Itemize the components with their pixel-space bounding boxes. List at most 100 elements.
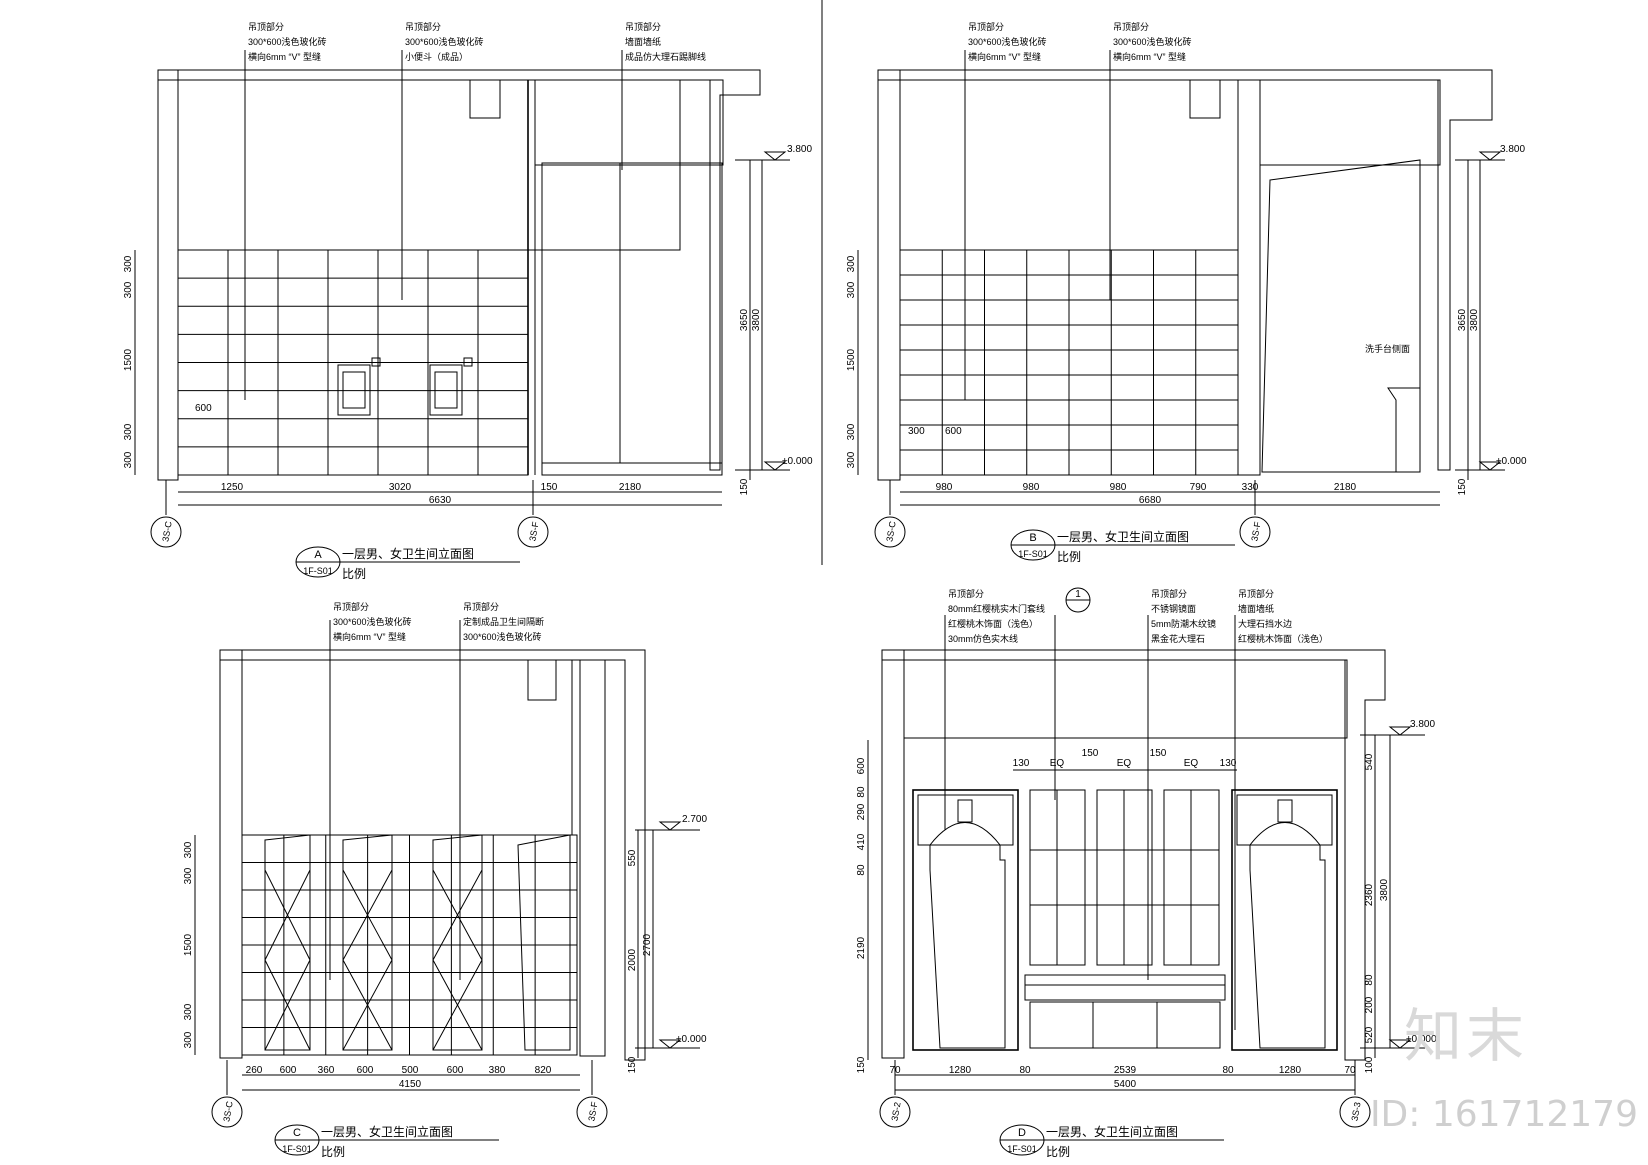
height-mark-a-top: 3.800: [787, 144, 812, 155]
elevation-b: 洗手台侧面 吊顶部分 300*600浅色玻化砖 横向6mm “V” 型缝 吊顶部…: [846, 21, 1527, 564]
height-mark-a-zero: ±0.000: [782, 456, 813, 467]
vdim-b-left-3: 1500: [846, 348, 857, 371]
title-d-letter: D: [1018, 1127, 1026, 1139]
top-dim-d-3: 150: [1082, 748, 1099, 759]
axis-a-right: 3S-F: [527, 521, 540, 542]
title-c-letter: C: [293, 1127, 301, 1139]
vdim-d-right-3: 80: [1364, 974, 1375, 986]
top-dim-d-1: 130: [1013, 758, 1030, 769]
note-a1-2: 300*600浅色玻化砖: [248, 36, 327, 47]
vdim-d-left-5: 80: [856, 864, 867, 876]
note-a2-2: 300*600浅色玻化砖: [405, 36, 484, 47]
note-d1-1: 吊顶部分: [948, 588, 984, 599]
height-mark-b-top: 3.800: [1500, 144, 1525, 155]
title-a-letter: A: [314, 549, 322, 561]
axis-a-left: 3S-C: [160, 520, 173, 542]
note-d1-4: 30mm仿色实木线: [948, 633, 1018, 644]
inner-label-a: 600: [195, 403, 212, 414]
vdim-c-left-1: 300: [183, 841, 194, 858]
note-b1-1: 吊顶部分: [968, 21, 1004, 32]
scale-b: 比例: [1057, 550, 1081, 564]
axis-c-left: 3S-C: [221, 1100, 234, 1122]
vdim-c-right-3: 2700: [642, 933, 653, 956]
vdim-d-left-2: 80: [856, 786, 867, 798]
note-c2-1: 吊顶部分: [463, 601, 499, 612]
note-d3-4: 红樱桃木饰面（浅色）: [1238, 633, 1328, 644]
vdim-a-left-5: 300: [123, 451, 134, 468]
elevation-c: 吊顶部分 300*600浅色玻化砖 横向6mm “V” 型缝 吊顶部分 定制成品…: [183, 601, 707, 1159]
vdim-c-right-1: 550: [627, 849, 638, 866]
note-d1-2: 80mm红樱桃实木门套线: [948, 603, 1045, 614]
total-a: 6630: [429, 495, 452, 506]
elevation-d: 吊顶部分 80mm红樱桃实木门套线 红樱桃木饰面（浅色） 30mm仿色实木线 吊…: [856, 587, 1437, 1159]
partition-doors: [264, 834, 571, 1051]
note-a3-1: 吊顶部分: [625, 21, 661, 32]
note-d3-2: 墙面墙纸: [1238, 603, 1274, 614]
note-a2-1: 吊顶部分: [405, 21, 441, 32]
vdim-c-left-2: 300: [183, 867, 194, 884]
note-a1-1: 吊顶部分: [248, 21, 284, 32]
height-mark-d-zero: ±0.000: [1406, 1034, 1437, 1045]
title-c: 一层男、女卫生间立面图: [321, 1124, 453, 1139]
note-c2-2: 定制成品卫生间隔断: [463, 616, 544, 627]
note-c1-1: 吊顶部分: [333, 601, 369, 612]
vdim-a-right-1: 3650: [739, 308, 750, 331]
height-mark-c-top: 2.700: [682, 814, 707, 825]
hdim-a-1: 1250: [221, 482, 244, 493]
vdim-a-left-3: 1500: [123, 348, 134, 371]
hdim-c-7: 380: [489, 1065, 506, 1076]
vdim-d-left-6: 2190: [856, 936, 867, 959]
hdim-d-7: 70: [1344, 1065, 1356, 1076]
urinal-1: [337, 357, 381, 416]
note-a3-3: 成品仿大理石踢脚线: [625, 51, 706, 62]
vdim-c-right-2: 2000: [627, 948, 638, 971]
watermark-logo: 知末: [1403, 1002, 1528, 1070]
note-a2-3: 小便斗（成品）: [405, 51, 468, 62]
axis-d-left: 3S-2: [889, 1101, 902, 1121]
note-d1-3: 红樱桃木饰面（浅色）: [948, 618, 1038, 629]
hdim-d-2: 1280: [949, 1065, 972, 1076]
vdim-a-right-3: 150: [739, 478, 750, 495]
scale-c: 比例: [321, 1145, 345, 1159]
section-callout-number: 1: [1075, 589, 1081, 600]
vdim-a-left-4: 300: [123, 423, 134, 440]
title-d-sheet: 1F-S01: [1007, 1144, 1037, 1154]
inner-label-b-2: 600: [945, 426, 962, 437]
height-mark-d-top: 3.800: [1410, 719, 1435, 730]
vdim-c-left-4: 300: [183, 1003, 194, 1020]
vdim-d-left-1: 600: [856, 757, 867, 774]
title-b-letter: B: [1029, 532, 1036, 544]
vdim-d-right-4: 200: [1364, 996, 1375, 1013]
axis-b-right: 3S-F: [1249, 521, 1262, 542]
title-b-sheet: 1F-S01: [1018, 549, 1048, 559]
height-mark-b-zero: ±0.000: [1496, 456, 1527, 467]
hdim-d-6: 1280: [1279, 1065, 1302, 1076]
hdim-b-6: 2180: [1334, 482, 1357, 493]
vdim-b-left-1: 300: [846, 255, 857, 272]
tile-grid-b: [900, 250, 1238, 475]
hdim-d-4: 2539: [1114, 1065, 1137, 1076]
axis-b-left: 3S-C: [884, 520, 897, 542]
hdim-b-5: 330: [1242, 482, 1259, 493]
note-a1-3: 横向6mm “V” 型缝: [248, 51, 321, 62]
scale-a: 比例: [342, 567, 366, 581]
hdim-c-3: 360: [318, 1065, 335, 1076]
hdim-c-6: 600: [447, 1065, 464, 1076]
vdim-c-right-4: 150: [627, 1056, 638, 1073]
hdim-b-2: 980: [1023, 482, 1040, 493]
title-b: 一层男、女卫生间立面图: [1057, 529, 1189, 544]
total-d: 5400: [1114, 1079, 1137, 1090]
vdim-d-right-7: 100: [1364, 1056, 1375, 1073]
top-dim-d-7: 130: [1220, 758, 1237, 769]
hdim-d-5: 80: [1222, 1065, 1234, 1076]
note-c2-3: 300*600浅色玻化砖: [463, 631, 542, 642]
note-d3-3: 大理石挡水边: [1238, 618, 1292, 629]
hdim-a-4: 2180: [619, 482, 642, 493]
hdim-b-4: 790: [1190, 482, 1207, 493]
note-b2-1: 吊顶部分: [1113, 21, 1149, 32]
total-c: 4150: [399, 1079, 422, 1090]
vdim-d-right-5: 520: [1364, 1026, 1375, 1043]
vdim-b-left-5: 300: [846, 451, 857, 468]
vdim-a-right-2: 3800: [751, 308, 762, 331]
